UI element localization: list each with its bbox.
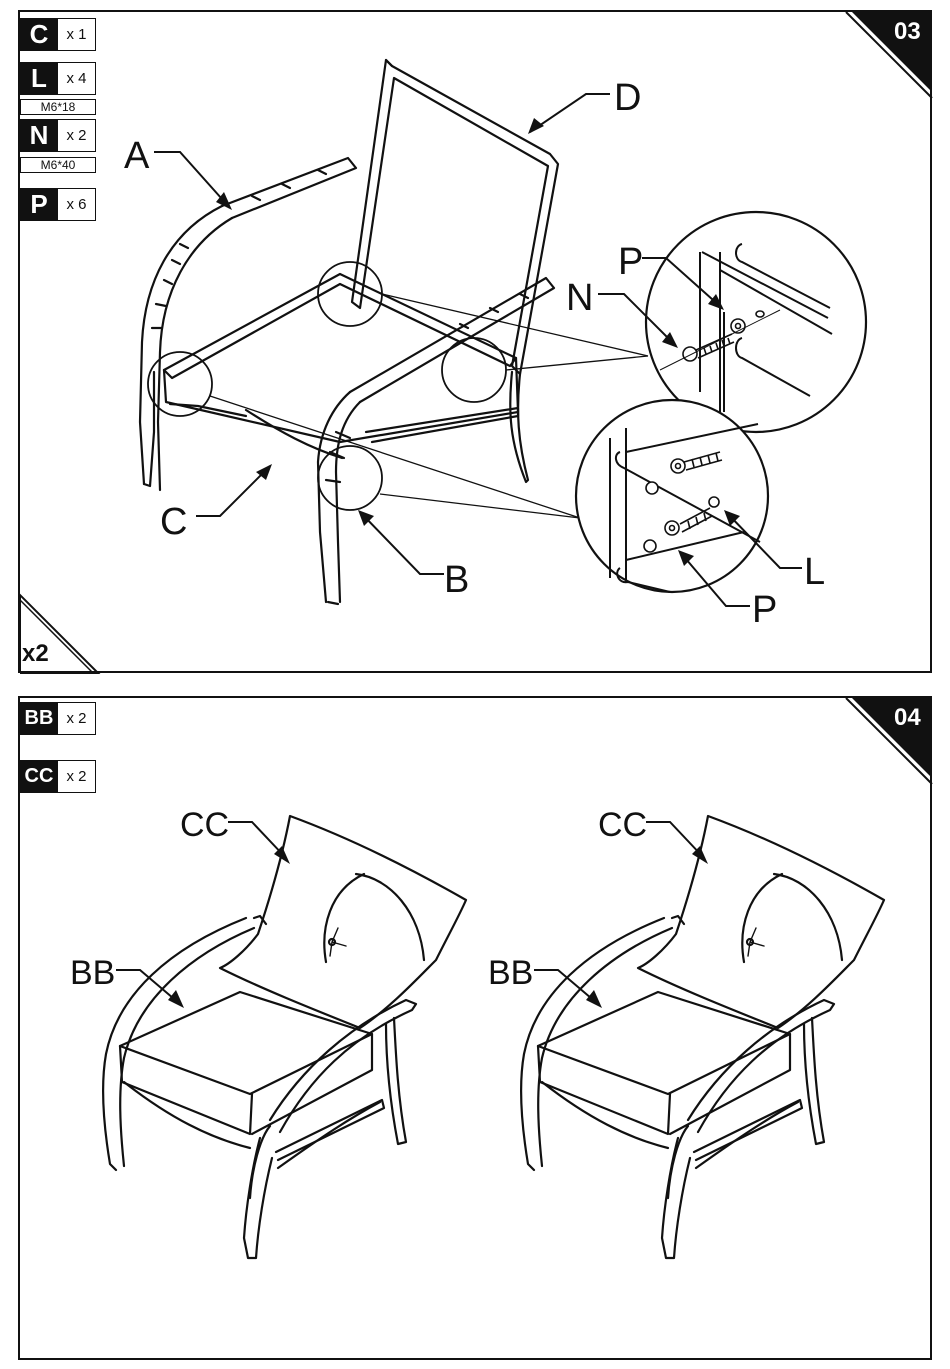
attachment-circle-front-right: [318, 446, 382, 510]
part-quantity: x 2: [58, 760, 96, 793]
multiplier-label: x2: [22, 640, 49, 668]
backrest-panel: [352, 60, 558, 374]
callout-label-cc-left: CC: [180, 806, 229, 844]
part-quantity: x 6: [58, 188, 96, 221]
part-letter: BB: [20, 702, 58, 735]
seat-cushion-bb: [120, 992, 372, 1094]
part-quantity: x 1: [58, 18, 96, 51]
step-number: 03: [894, 18, 921, 46]
back-cushion-cc: [638, 816, 884, 1028]
callout-label-d: D: [614, 77, 641, 119]
step-number: 04: [894, 704, 921, 732]
part-letter: L: [20, 62, 58, 95]
part-bb: BB x 2: [20, 702, 96, 735]
callout-label-bb-left: BB: [70, 954, 115, 992]
step-03-panel: A D C B N P L P 03 x2 C x 1 L x 4 M6*18 …: [18, 10, 932, 673]
step-03-artwork: A D C B N P L P: [20, 12, 934, 675]
callout-label-l: L: [804, 551, 825, 593]
chair-with-cushions-left: [103, 816, 466, 1258]
chair-with-cushions-right: [521, 816, 884, 1258]
callout-label-cc-right: CC: [598, 806, 647, 844]
part-c: C x 1: [20, 18, 96, 51]
callout-arrowheads: [168, 846, 708, 1008]
part-quantity: x 2: [58, 702, 96, 735]
step-04-panel: CC BB CC BB 04 BB x 2 CC x 2: [18, 696, 932, 1360]
callout-label-p-top: P: [618, 241, 643, 283]
step-04-artwork: CC BB CC BB: [20, 698, 934, 1362]
attachment-circle-back-left: [318, 262, 382, 326]
callout-label-bb-right: BB: [488, 954, 533, 992]
part-letter: P: [20, 188, 58, 221]
attachment-point-circles: [148, 262, 506, 510]
callout-label-a: A: [124, 135, 150, 177]
part-quantity: x 2: [58, 119, 96, 152]
detail-circle-top: [646, 212, 866, 432]
part-l: L x 4: [20, 62, 96, 95]
part-cc: CC x 2: [20, 760, 96, 793]
seat-cushion-bb: [538, 992, 790, 1094]
detail-circle-bottom: [576, 400, 768, 592]
chair-frame-illustration: [140, 60, 558, 604]
part-quantity: x 4: [58, 62, 96, 95]
part-l-spec: M6*18: [20, 99, 96, 115]
part-letter: CC: [20, 760, 58, 793]
part-letter: N: [20, 119, 58, 152]
callout-label-c: C: [160, 501, 187, 543]
part-p: P x 6: [20, 188, 96, 221]
back-cushion-cc: [220, 816, 466, 1028]
part-letter: C: [20, 18, 58, 51]
callout-label-p-bottom: P: [752, 589, 777, 631]
callout-label-b: B: [444, 559, 469, 601]
part-n-spec: M6*40: [20, 157, 96, 173]
callout-label-n: N: [566, 277, 593, 319]
part-n: N x 2: [20, 119, 96, 152]
